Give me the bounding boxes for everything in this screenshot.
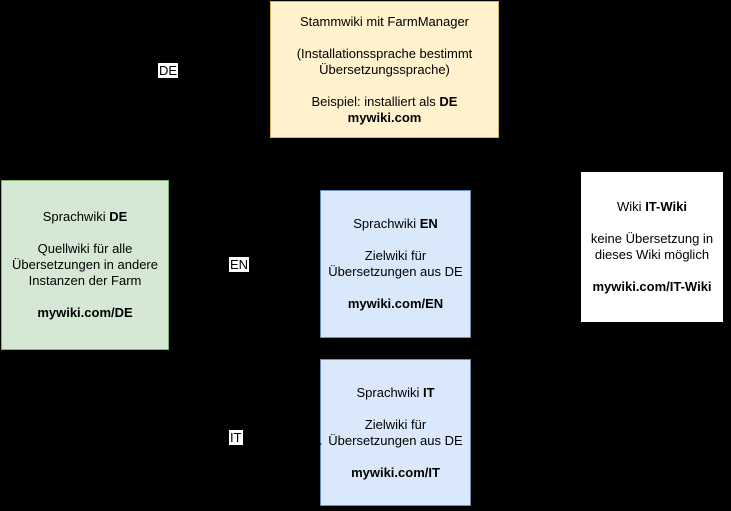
- box-body-line: dieses Wiki möglich: [594, 247, 710, 262]
- sprachwiki-de-box: Sprachwiki DE Quellwiki für alle Überset…: [1, 180, 169, 350]
- box-url: mywiki.com/EN: [347, 296, 444, 311]
- box-body: keine Übersetzung in dieses Wiki möglich: [591, 231, 713, 263]
- box-body-line: Zielwiki für: [364, 416, 427, 432]
- box-body: Zielwiki für Übersetzungen aus DE: [328, 417, 462, 449]
- box-url: mywiki.com/DE: [37, 305, 133, 320]
- box-example-line: Beispiel: installiert als DE: [311, 93, 458, 109]
- box-body-line: Übersetzungen in andere: [12, 257, 158, 272]
- edge-label-en: EN: [229, 257, 250, 272]
- box-body-line: Übersetzungen aus DE: [328, 432, 463, 448]
- box-body: Zielwiki für Übersetzungen aus DE: [328, 248, 462, 280]
- box-title: Sprachwiki EN: [353, 216, 438, 231]
- box-subtitle-line2: Übersetzungssprache): [319, 61, 450, 77]
- box-url: mywiki.com/IT-Wiki: [592, 279, 712, 294]
- box-subtitle-line1: (Installationssprache bestimmt: [296, 45, 473, 61]
- it-wiki-box: Wiki IT-Wiki keine Übersetzung in dieses…: [581, 172, 723, 322]
- box-url: mywiki.com: [347, 109, 422, 125]
- stammwiki-box: Stammwiki mit FarmManager (Installations…: [270, 1, 499, 138]
- box-example: Beispiel: installiert als DE mywiki.com: [312, 94, 458, 126]
- box-body-line: keine Übersetzung in: [590, 231, 714, 246]
- box-body-line: Zielwiki für: [364, 248, 427, 263]
- edge-label-it: IT: [229, 430, 243, 445]
- edge-label-de: DE: [158, 63, 179, 78]
- box-body-line: Übersetzungen aus DE: [328, 264, 463, 279]
- arrowhead-icon: [310, 439, 322, 449]
- box-body: Quellwiki für alle Übersetzungen in ande…: [12, 241, 158, 289]
- sprachwiki-it-box: Sprachwiki IT Zielwiki für Übersetzungen…: [320, 359, 471, 506]
- box-body-line: Instanzen der Farm: [28, 273, 142, 288]
- box-url: mywiki.com/IT: [351, 464, 440, 480]
- box-title: Sprachwiki IT: [356, 384, 435, 400]
- box-title: Wiki IT-Wiki: [617, 199, 687, 214]
- box-title: Stammwiki mit FarmManager: [299, 13, 470, 29]
- sprachwiki-en-box: Sprachwiki EN Zielwiki für Übersetzungen…: [320, 190, 471, 338]
- box-subtitle: (Installationssprache bestimmt Übersetzu…: [297, 46, 473, 78]
- box-body-line: Quellwiki für alle: [37, 241, 133, 256]
- box-title: Sprachwiki DE: [42, 209, 128, 224]
